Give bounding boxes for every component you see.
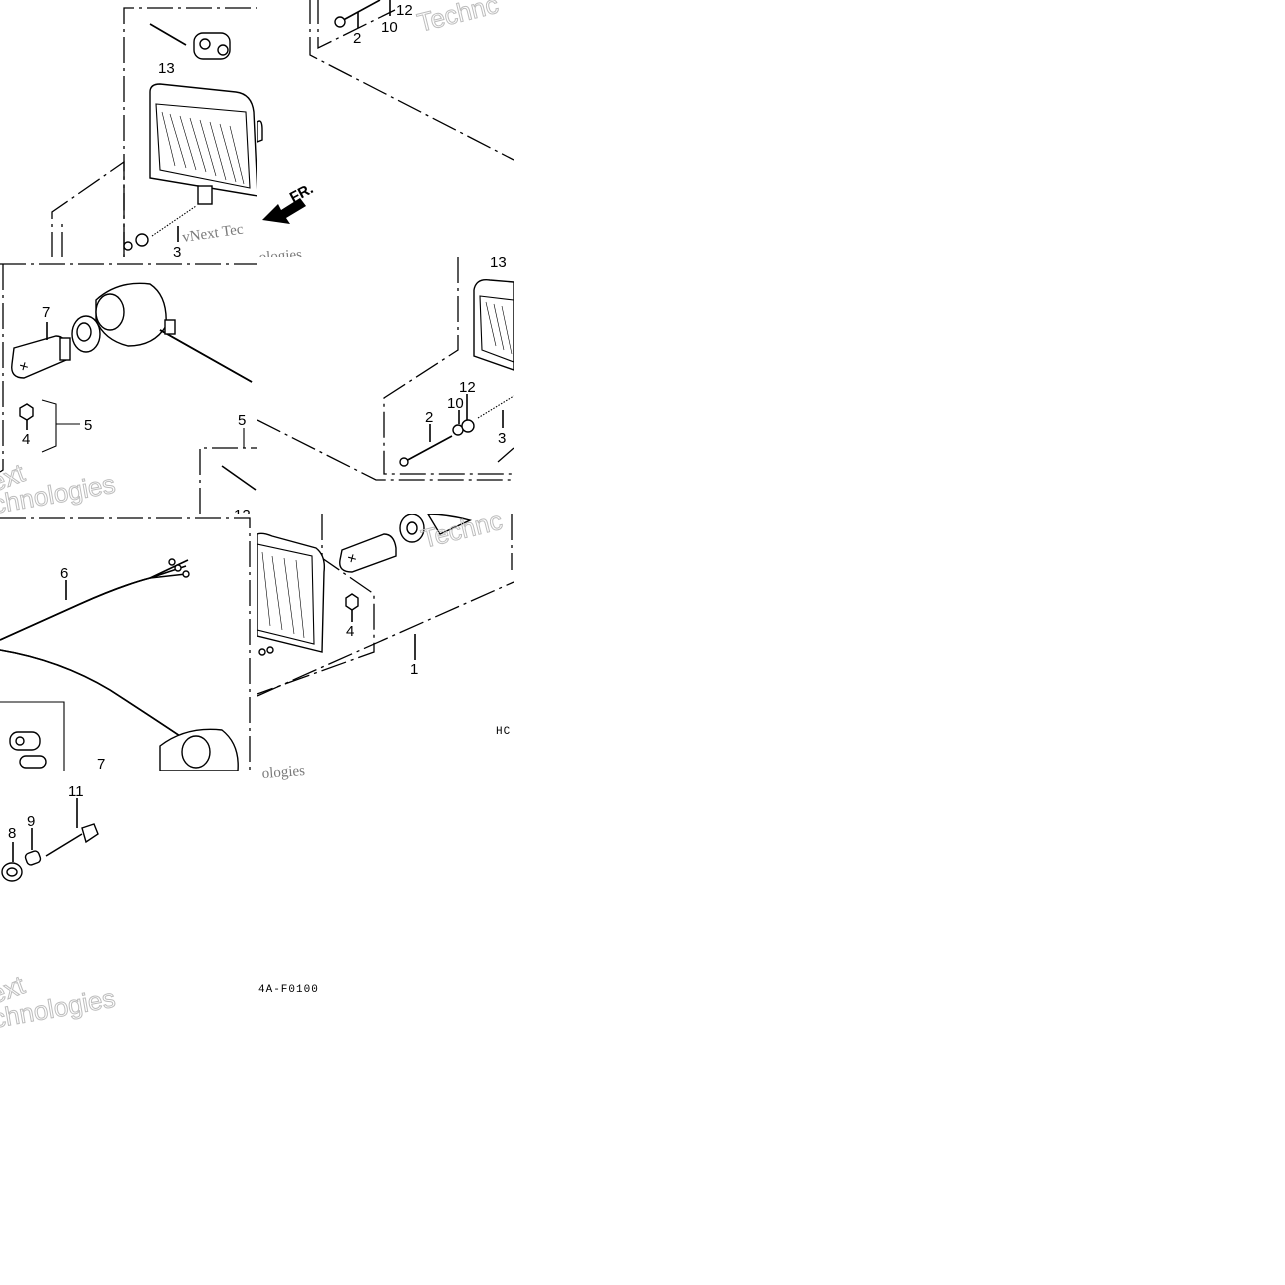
socket-part xyxy=(71,282,253,383)
callout-5: 5 xyxy=(84,417,92,434)
nut-part xyxy=(19,403,34,421)
tile-headlight-side: 13 2 10 12 3 xyxy=(257,254,514,481)
callout-7: 7 xyxy=(42,304,50,321)
callout-10: 10 xyxy=(381,19,398,36)
callout-4: 4 xyxy=(22,431,30,448)
callout-3: 3 xyxy=(498,430,506,447)
callout-10: 10 xyxy=(447,395,464,412)
headlight-housing-partial xyxy=(473,279,514,371)
headlight-housing-side xyxy=(257,532,326,656)
pin-clip-part xyxy=(149,23,231,60)
callout-2: 2 xyxy=(353,30,361,47)
callout-13: 13 xyxy=(490,254,507,271)
callout-12: 12 xyxy=(396,2,413,19)
code-hc: HC xyxy=(496,726,511,738)
bulb-part: ✕ xyxy=(11,335,71,379)
collar-part xyxy=(24,850,42,866)
callout-5b: 5 xyxy=(238,412,246,429)
watermark-text: ologies xyxy=(261,763,306,782)
figure-code: 4A-F0100 xyxy=(258,984,319,996)
wire-harness-part xyxy=(0,558,239,771)
callout-6: 6 xyxy=(60,565,68,582)
tile-figure-code: 4A-F0100 ologies xyxy=(258,763,319,996)
callout-4: 4 xyxy=(346,623,354,640)
callout-3: 3 xyxy=(173,244,181,261)
mount-bolt-part xyxy=(45,823,99,857)
callout-8: 8 xyxy=(8,825,16,842)
watermark-text: ologies xyxy=(258,247,303,266)
adjust-screw-spring xyxy=(123,205,197,251)
callout-1: 1 xyxy=(410,661,418,678)
adjust-screw xyxy=(399,395,514,467)
headlight-housing xyxy=(149,83,257,205)
tile-headlight-front: 13 3 vNext Tec xyxy=(51,7,257,261)
callout-7: 7 xyxy=(97,756,105,773)
callout-12: 12 xyxy=(459,379,476,396)
callout-2: 2 xyxy=(425,409,433,426)
bulb-part-2: ✕ xyxy=(339,514,473,573)
callout-9: 9 xyxy=(27,813,35,830)
tile-wire-harness: 6 7 xyxy=(0,517,251,773)
tile-headlight-assy-1: ✕ 4 1 HC Technc vNext Tec xyxy=(257,514,514,738)
callout-12b: 12 xyxy=(234,507,251,524)
callout-13: 13 xyxy=(158,60,175,77)
callout-11: 11 xyxy=(68,783,84,800)
bracket-part xyxy=(9,731,47,769)
grommet-part xyxy=(1,862,23,882)
